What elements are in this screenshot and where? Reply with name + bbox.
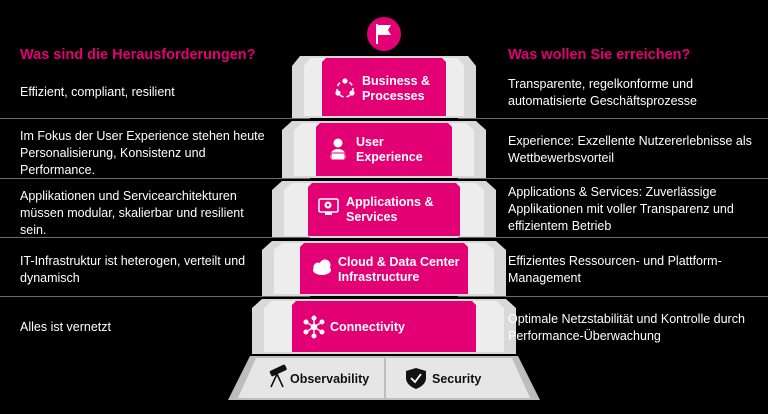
step-label-applications: Applications &Services <box>346 195 434 224</box>
row-divider <box>0 178 310 179</box>
row-divider <box>0 237 310 238</box>
telescope-icon <box>269 364 287 388</box>
challenge-text: Im Fokus der User Experience stehen heut… <box>20 129 265 177</box>
user-laptop-icon <box>330 138 346 161</box>
row-divider <box>458 237 768 238</box>
goal-text: Optimale Netzstabilität und Kontrolle du… <box>508 312 745 343</box>
network-hub-icon <box>303 315 325 339</box>
row-divider <box>0 118 310 119</box>
security-label: Security <box>432 372 482 386</box>
row-divider <box>458 118 768 119</box>
step-label-business: Business &Processes <box>362 74 431 103</box>
goal-text: Effizientes Ressourcen- und Plattform-Ma… <box>508 254 722 285</box>
left-heading: Was sind die Herausforderungen? <box>20 47 256 63</box>
shield-check-icon <box>406 368 426 389</box>
challenge-text: Applikationen und Servicearchitekturen m… <box>20 189 244 237</box>
step-label-connectivity: Connectivity <box>330 320 406 334</box>
observability-label: Observability <box>290 372 370 386</box>
goal-text: Transparente, regelkonforme und automati… <box>508 77 697 108</box>
process-cycle-icon <box>335 78 355 98</box>
right-heading: Was wollen Sie erreichen? <box>508 47 691 63</box>
row-divider <box>458 296 768 297</box>
cloud-icon <box>313 259 331 275</box>
row-divider <box>458 178 768 179</box>
goal-text: Experience: Exzellente Nutzererlebnisse … <box>508 134 752 165</box>
challenge-text: Effizient, compliant, resilient <box>20 85 175 99</box>
flag-icon <box>367 17 401 51</box>
challenge-text: Alles ist vernetzt <box>20 320 112 334</box>
row-divider <box>0 296 310 297</box>
challenge-text: IT-Infrastruktur ist heterogen, verteilt… <box>20 254 246 285</box>
goal-text: Applications & Services: Zuverlässige Ap… <box>508 185 734 233</box>
app-monitor-icon <box>318 198 339 215</box>
